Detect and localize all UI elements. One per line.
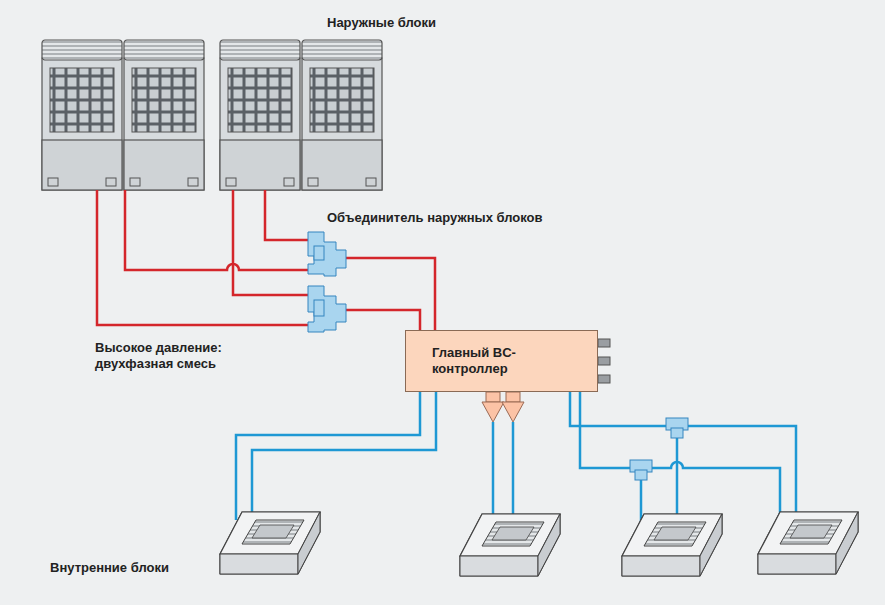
distribution-head	[482, 392, 524, 422]
pressure-note: Высокое давление: двухфазная смесь	[95, 340, 245, 372]
refnet-joint	[630, 418, 688, 480]
controller-port	[598, 339, 610, 383]
indoor-unit	[220, 512, 320, 574]
outdoor-unit	[42, 40, 204, 190]
unit-group-label: Внутренние блоки	[50, 560, 169, 576]
indoor-unit	[758, 512, 858, 574]
unit-group-label: Наружные блоки	[327, 15, 436, 31]
indoor-pipe	[236, 392, 796, 522]
box-text: Главный BC-контроллер	[432, 345, 552, 377]
indoor-unit	[622, 514, 722, 576]
outdoor-unit	[220, 40, 382, 190]
indoor-unit	[460, 514, 560, 576]
outdoor-unit-joint	[308, 232, 346, 332]
joint-callout: Объединитель наружных блоков	[327, 210, 542, 226]
controller-box: Главный BC-контроллер	[405, 330, 598, 392]
